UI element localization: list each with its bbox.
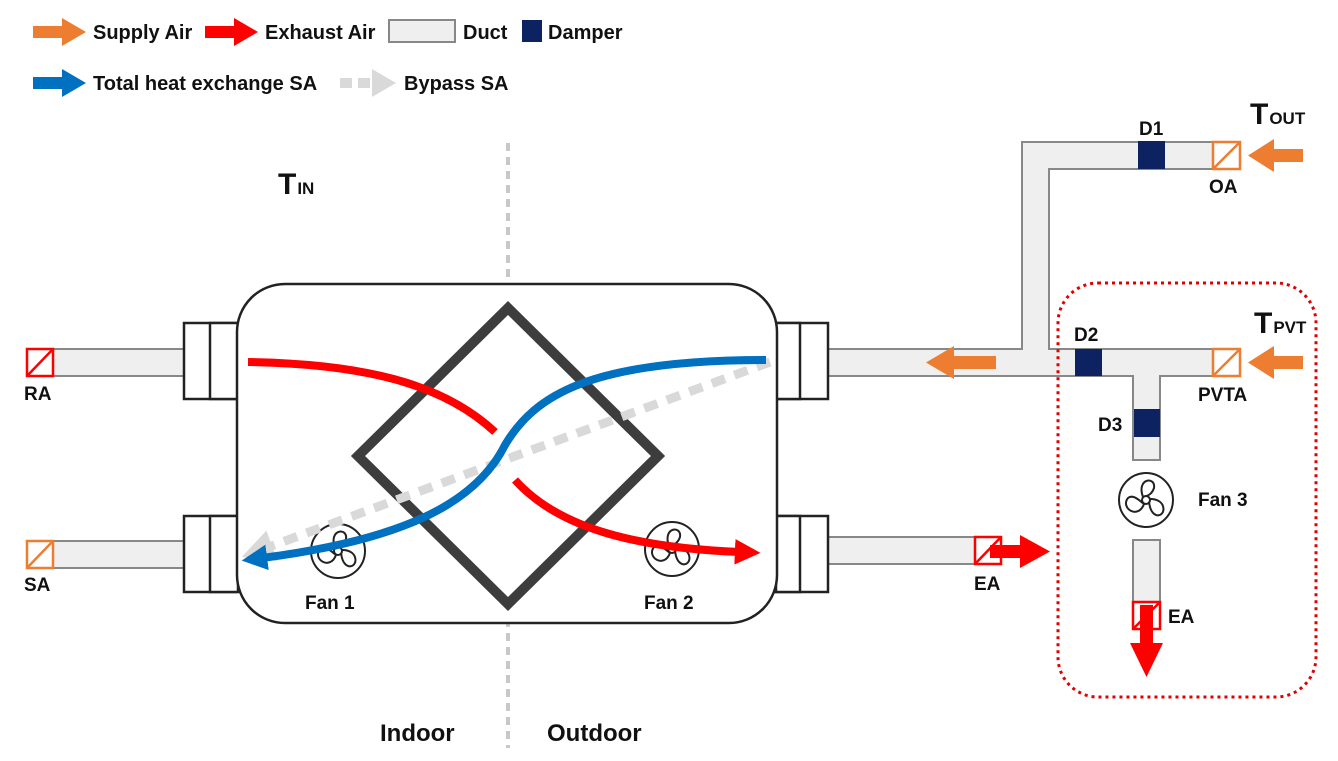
sa-label: SA [24, 575, 51, 596]
pvt-boundary [1056, 281, 1318, 699]
supply-flow-arrow-icon [926, 346, 996, 379]
exhaust-air-arrow-icon [205, 18, 258, 46]
d1-label: D1 [1139, 119, 1164, 140]
fan2-label: Fan 2 [644, 593, 694, 614]
ea-bottom-arrow-icon [1130, 605, 1163, 677]
legend: Supply Air Exhaust Air Duct Damper Total… [33, 18, 623, 97]
t-out-label: TOUT [1250, 98, 1306, 131]
hrv-unit [182, 282, 830, 625]
supply-air-arrow-icon [33, 18, 86, 46]
heat-exchanger-core [350, 300, 666, 612]
sa-duct [39, 540, 185, 569]
pvta-inlet-arrow-icon [1248, 346, 1303, 379]
legend-total-heat-exchange-sa: Total heat exchange SA [93, 73, 317, 95]
duct-swatch-icon [388, 19, 456, 43]
t-pvt-label: TPVT [1254, 307, 1307, 340]
oa-inlet-arrow-icon [1248, 139, 1303, 172]
oa-label: OA [1209, 177, 1238, 198]
hrv-casing [235, 282, 779, 625]
sa-filter-icon [25, 539, 55, 570]
legend-exhaust-air: Exhaust Air [265, 22, 376, 44]
supply-duct [827, 141, 1241, 461]
ea-right-arrow-icon [990, 535, 1050, 568]
pvta-label: PVTA [1198, 385, 1248, 406]
fan3-icon [1118, 472, 1174, 528]
fan3-exhaust-duct [1132, 539, 1161, 611]
t-in-label: TIN [278, 168, 314, 201]
fan3-label: Fan 3 [1198, 490, 1248, 511]
legend-duct: Duct [463, 22, 508, 44]
bypass-sa-flow [241, 357, 772, 561]
ea-right-label: EA [974, 574, 1001, 595]
oa-filter-icon [1211, 140, 1242, 171]
legend-supply-air: Supply Air [93, 22, 192, 44]
duct-joint [1023, 350, 1049, 375]
indoor-label: Indoor [380, 720, 455, 747]
bypass-arrow-icon [340, 69, 396, 97]
ra-filter-icon [25, 347, 55, 378]
legend-bypass-sa: Bypass SA [404, 73, 509, 95]
ra-duct [39, 348, 185, 377]
damper-d3-icon [1134, 409, 1160, 437]
exhaust-flow-out [512, 477, 761, 565]
legend-damper: Damper [548, 22, 623, 44]
heat-exchange-sa-flow [241, 356, 767, 571]
outdoor-label: Outdoor [547, 720, 642, 747]
exhaust-flow-in [247, 358, 498, 435]
damper-swatch-icon [522, 20, 542, 42]
ra-label: RA [24, 384, 52, 405]
heat-exchange-arrow-icon [33, 69, 86, 97]
pvta-filter-icon [1211, 347, 1242, 378]
d2-label: D2 [1074, 325, 1098, 346]
fan1-label: Fan 1 [305, 593, 355, 614]
ea-duct [827, 536, 989, 565]
ea-bottom-label: EA [1168, 607, 1195, 628]
d3-label: D3 [1098, 415, 1122, 436]
damper-d2-icon [1075, 349, 1102, 376]
damper-d1-icon [1138, 141, 1165, 169]
